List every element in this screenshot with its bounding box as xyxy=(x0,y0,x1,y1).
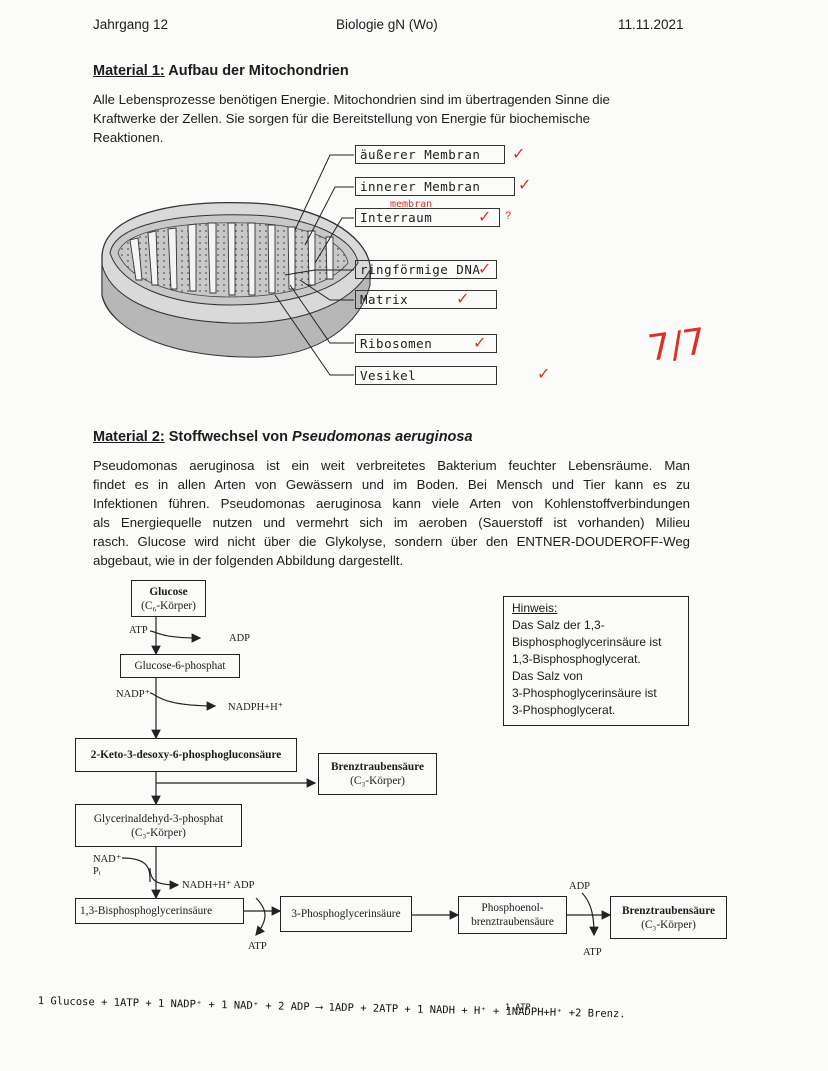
check-icon: ✓ xyxy=(473,333,487,352)
label-dna: ringförmige DNA xyxy=(355,260,497,279)
material2-heading: Material 2: Stoffwechsel von Pseudomonas… xyxy=(93,429,473,445)
material2-label: Material 2: xyxy=(93,429,165,445)
glucose-label: Glucose xyxy=(149,585,188,598)
label-text: äußerer Membran xyxy=(360,147,481,162)
material2-line: Pseudomonas aeruginosa ist ein weit verb… xyxy=(93,458,690,473)
gap-label: Glycerinaldehyd-3-phosphat xyxy=(93,812,224,825)
pyruvate-sub: (C₃-Körper) xyxy=(350,775,405,787)
hint-line: 3-Phosphoglycerat. xyxy=(512,703,616,717)
check-icon: ✓ xyxy=(478,259,492,278)
material2-line: abgebaut, wie in der folgenden Abbildung… xyxy=(93,553,404,568)
pep-line-2: brenztraubensäure xyxy=(471,916,554,928)
box-pyruvate-2: Brenztraubensäure (C₃-Körper) xyxy=(610,896,727,939)
nad-label: NAD⁺ xyxy=(93,854,122,865)
hint-line: 3-Phosphoglycerinsäure ist xyxy=(512,686,657,700)
material2-text: Pseudomonas aeruginosa ist ein weit verb… xyxy=(93,456,690,570)
box-glucose-6-phosphate: Glucose-6-phosphat xyxy=(120,654,240,678)
nadph-label: NADPH+H⁺ xyxy=(228,702,284,713)
bpg-label: 1,3-Bisphosphoglycerinsäure xyxy=(80,905,213,917)
label-outer-membrane: äußerer Membran xyxy=(355,145,505,164)
nadp-label: NADP⁺ xyxy=(116,689,151,700)
hint-line: Bisphosphoglycerinsäure ist xyxy=(512,635,662,649)
check-icon: ✓ xyxy=(537,364,551,383)
hint-line: 1,3-Bisphosphoglycerat. xyxy=(512,652,641,666)
pyruvate2-sub: (C₃-Körper) xyxy=(641,918,696,931)
check-icon: ✓ xyxy=(456,289,470,308)
label-text: innerer Membran xyxy=(360,179,481,194)
material2-line: Infektionen führen. Pseudomonas aerugino… xyxy=(93,496,690,511)
check-icon: ✓ xyxy=(478,207,492,226)
g6p-label: Glucose-6-phosphat xyxy=(134,660,226,672)
pg3-label: 3-Phosphoglycerinsäure xyxy=(291,908,401,920)
check-icon: ✓ xyxy=(518,175,532,194)
gap-sub: (C₃-Körper) xyxy=(131,826,186,839)
pyruvate-label: Brenztraubensäure xyxy=(330,761,425,773)
label-intermembrane-space: Interraum xyxy=(355,208,500,227)
material2-line: als Energiequelle nutzen und vermehrt si… xyxy=(93,515,690,530)
material1-heading: Material 1: Aufbau der Mitochondrien xyxy=(93,63,349,79)
material2-title: Stoffwechsel von xyxy=(168,429,293,445)
hint-title: Hinweis: xyxy=(512,601,558,615)
glucose-sub: (C₆-Körper) xyxy=(141,599,196,612)
label-text: Interraum xyxy=(360,210,433,225)
atp-in-label: ATP xyxy=(129,625,148,636)
material1-line: Alle Lebensprozesse benötigen Energie. M… xyxy=(93,92,610,107)
box-kdpg: 2-Keto-3-desoxy-6-phosphogluconsäure xyxy=(75,738,297,772)
kdpg-label: 2-Keto-3-desoxy-6-phosphogluconsäure xyxy=(90,749,282,761)
box-3pg: 3-Phosphoglycerinsäure xyxy=(280,896,412,932)
material2-title-species: Pseudomonas aeruginosa xyxy=(292,429,473,445)
pyruvate2-label: Brenztraubensäure xyxy=(621,904,716,917)
box-pyruvate-1: Brenztraubensäure (C₃-Körper) xyxy=(318,753,437,795)
material2-line: rasch. Glucose wird nicht über die Glyko… xyxy=(93,534,690,549)
material1-line: Reaktionen. xyxy=(93,130,164,145)
box-pep: Phosphoenol- brenztraubensäure xyxy=(458,896,567,934)
box-bpg: 1,3-Bisphosphoglycerinsäure xyxy=(75,898,244,924)
atp2-label: ATP xyxy=(583,947,602,958)
material1-label: Material 1: xyxy=(93,63,165,79)
nadh-adp-label: NADH+H⁺ ADP xyxy=(182,880,255,891)
material1-line: Kraftwerke der Zellen. Sie sorgen für di… xyxy=(93,111,590,126)
question-mark: ? xyxy=(505,210,512,222)
label-text: Matrix xyxy=(360,292,409,307)
box-glucose: Glucose (C₆-Körper) xyxy=(131,580,206,617)
pi-label: Pᵢ xyxy=(93,866,101,877)
header-grade: Jahrgang 12 xyxy=(93,17,169,32)
label-text: Ribosomen xyxy=(360,336,433,351)
hint-line: Das Salz der 1,3- xyxy=(512,618,605,632)
label-ribosomes: Ribosomen xyxy=(355,334,497,353)
material1-title: Aufbau der Mitochondrien xyxy=(168,63,349,79)
label-vesicle: Vesikel xyxy=(355,366,497,385)
header-date: 11.11.2021 xyxy=(618,17,684,32)
adp2-label: ADP xyxy=(569,881,591,892)
material1-text: Alle Lebensprozesse benötigen Energie. M… xyxy=(93,90,683,147)
atp-out-label: ATP xyxy=(248,941,267,952)
label-text: Vesikel xyxy=(360,368,417,383)
box-gap: Glycerinaldehyd-3-phosphat (C₃-Körper) xyxy=(75,804,242,847)
check-icon: ✓ xyxy=(512,144,526,163)
mitochondrion-illustration xyxy=(101,154,372,376)
label-inner-membrane: innerer Membran xyxy=(355,177,515,196)
label-correction-note: membran xyxy=(390,199,433,210)
header-subject: Biologie gN (Wo) xyxy=(336,17,438,32)
label-text: ringförmige DNA xyxy=(360,262,481,277)
equation-annotation: 1 ATP xyxy=(505,1003,531,1013)
hint-line: Das Salz von xyxy=(512,669,583,683)
material2-line: findet es in allen Arten von Gewässern u… xyxy=(93,477,690,492)
pep-line-1: Phosphoenol- xyxy=(481,902,544,914)
hint-box: Hinweis: Das Salz der 1,3- Bisphosphogly… xyxy=(503,596,689,726)
adp-out-label: ADP xyxy=(229,633,251,644)
label-matrix: Matrix xyxy=(355,290,497,309)
